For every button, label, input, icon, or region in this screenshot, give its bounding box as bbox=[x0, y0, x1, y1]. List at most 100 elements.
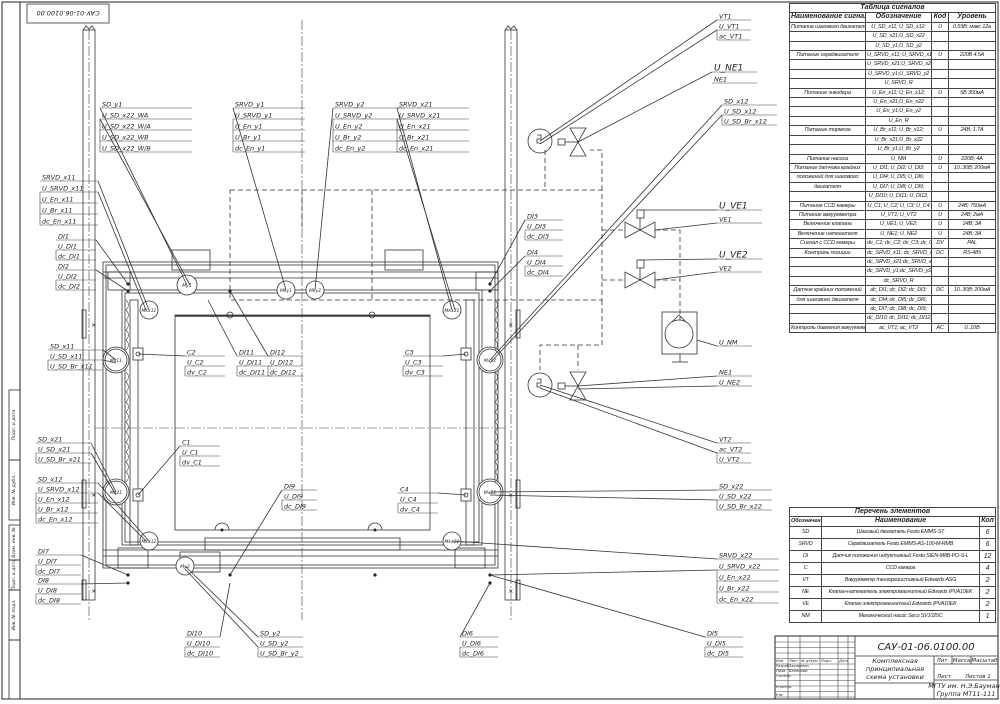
signal-row: U_DI10; U_DI11; U_DI12; bbox=[789, 191, 996, 202]
leader-line bbox=[437, 492, 467, 496]
signal-designation: U_DI4; U_DI5; U_DI6; bbox=[865, 172, 932, 183]
leader-line bbox=[99, 118, 191, 286]
signal-label: U_SD_Br_y2 bbox=[260, 650, 299, 658]
signal-label: U_En_x21 bbox=[399, 123, 431, 131]
signal-label: U_En_x12 bbox=[38, 496, 70, 504]
signal-code: DC bbox=[931, 247, 949, 258]
signal-level: 24В; 2мА bbox=[948, 209, 996, 221]
svg-text:×: × bbox=[508, 587, 513, 595]
signal-label: dc_En_x21 bbox=[399, 145, 434, 153]
element-table-title: Перечень элементов bbox=[789, 506, 996, 518]
signal-designation: dc_DI10; dc_DI11; dc_DI12; bbox=[865, 313, 932, 324]
signal-row: U_En_R bbox=[789, 115, 996, 127]
signal-label: U_SRVD_x21 bbox=[399, 112, 440, 120]
signal-label: U_SD_Br_x22 bbox=[719, 503, 762, 511]
signal-label: SD_x12 bbox=[38, 476, 63, 484]
motor-label: Мky1 bbox=[280, 288, 292, 294]
callout-srvd-x21: SRVD_x21U_SRVD_x21U_En_x21U_Br_x21dc_En_… bbox=[396, 101, 469, 153]
element-name: Механический насос Seco SV1025C bbox=[821, 609, 980, 623]
signal-label: C3 bbox=[405, 349, 414, 357]
signal-code bbox=[931, 59, 949, 70]
signal-code: U bbox=[931, 153, 949, 164]
signal-designation: dc_SRVD_x21;dc_SRVD_x22 bbox=[865, 256, 932, 268]
signal-label: U_NE1 bbox=[714, 64, 743, 74]
signal-label: DI5 bbox=[707, 630, 718, 638]
signal-name bbox=[789, 97, 866, 108]
svg-text:×: × bbox=[91, 491, 96, 499]
signal-name bbox=[789, 256, 866, 268]
element-designation: NE bbox=[789, 585, 822, 599]
leader-line bbox=[539, 384, 718, 444]
signal-label: U_Br_x21 bbox=[399, 134, 430, 142]
leader-line bbox=[577, 375, 718, 387]
signal-name: Питание вакуумметра bbox=[789, 209, 866, 221]
sheets-label: Листов 1 bbox=[964, 674, 991, 680]
element-designation: NM bbox=[789, 609, 822, 623]
side-strip-label: Инв. № дубл. bbox=[11, 475, 17, 506]
side-strip-label: Подп. и дата bbox=[11, 559, 17, 590]
col-mass: Масса bbox=[953, 658, 971, 664]
signal-label: SD_x11 bbox=[50, 343, 75, 351]
signal-col-code: Код bbox=[931, 12, 949, 23]
drawing-title-1: Комплексная bbox=[872, 657, 918, 665]
org-line-2: Группа МТ11-111 bbox=[937, 690, 996, 698]
signal-label: C4 bbox=[400, 486, 409, 494]
signal-label: dc_En_y1 bbox=[235, 145, 265, 153]
signal-label: C2 bbox=[187, 349, 196, 357]
signal-label: U_DI7 bbox=[38, 558, 58, 566]
signal-code: U bbox=[931, 50, 949, 61]
signal-label: SD_y2 bbox=[260, 630, 280, 638]
callout-sd-y2: SD_y2U_SD_y2U_SD_Br_y2 bbox=[257, 630, 303, 658]
leader-line bbox=[577, 71, 713, 143]
signal-name: Питание шагового двигателя bbox=[789, 21, 866, 33]
signal-designation: U_SRVD_R bbox=[865, 78, 932, 89]
leader-line bbox=[654, 222, 718, 231]
signal-designation: U_DI10; U_DI11; U_DI12; bbox=[865, 191, 932, 202]
motor-label: Мy1 bbox=[182, 283, 192, 289]
signal-label: SD_x22 bbox=[719, 483, 744, 491]
leader-line bbox=[95, 239, 129, 285]
signal-col-name: Наименование сигнала bbox=[789, 12, 866, 23]
signal-label: dc_DI5 bbox=[707, 650, 729, 658]
leak-valve-ne1 bbox=[557, 127, 587, 157]
signal-level bbox=[948, 181, 996, 193]
signal-label: U_SD_x11 bbox=[50, 353, 83, 361]
signal-level bbox=[948, 31, 996, 42]
signal-label: dc_En_y2 bbox=[335, 145, 365, 153]
element-designation: SRVD bbox=[789, 537, 822, 551]
signal-designation: U_VE1; U_VE2; bbox=[865, 219, 932, 230]
stamp-role: Пров. bbox=[776, 669, 786, 673]
signal-designation: dc_DI4; dc_DI5; dc_DI6; bbox=[865, 294, 932, 306]
leader-line bbox=[90, 442, 117, 493]
signal-label: SD_y1 bbox=[102, 101, 122, 109]
signal-label: NE1 bbox=[719, 369, 732, 377]
motor-label: Мkx22 bbox=[445, 539, 460, 545]
signal-label: U_SD_Br_x12 bbox=[724, 118, 767, 126]
signal-label: U_SD_x12 bbox=[724, 108, 757, 116]
signal-designation: U_Br_x21;U_Br_x22 bbox=[865, 134, 932, 146]
element-name: Шаговый двигатель Festo EMMS-ST bbox=[821, 525, 980, 539]
signal-name: Питание датчика крайних bbox=[789, 162, 866, 174]
leader-line bbox=[80, 554, 129, 576]
signal-name: положений для шагового bbox=[789, 172, 866, 183]
mirrored-code: САУ-01-06.0100.00 bbox=[36, 9, 99, 17]
element-designation: C bbox=[789, 561, 822, 575]
signal-label: U_Br_y2 bbox=[335, 134, 361, 142]
org-line-1: МГТУ им. Н.Э.Баумана bbox=[928, 682, 1000, 690]
signal-label: U_SD_x22 bbox=[719, 493, 752, 501]
signal-name: двигателя bbox=[789, 181, 866, 193]
signal-code: AC bbox=[931, 322, 949, 334]
side-strip-label: Инв. № подл. bbox=[11, 599, 17, 630]
signal-level: 24В; 750мА bbox=[948, 200, 996, 211]
